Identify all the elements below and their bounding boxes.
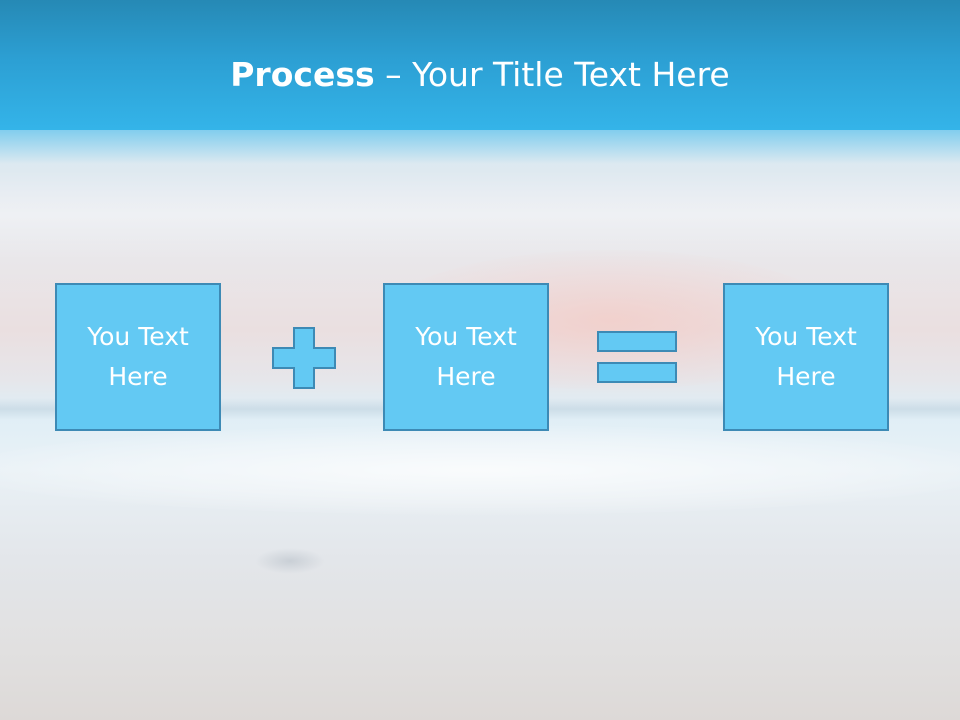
slide-title-bold: Process [230, 55, 375, 94]
background-clouds [0, 170, 960, 260]
process-box-2: You Text Here [383, 283, 549, 431]
title-banner-fade [0, 128, 960, 164]
process-box-1-text: You Text Here [87, 322, 189, 391]
process-box-1: You Text Here [55, 283, 221, 431]
title-banner [0, 0, 960, 130]
slide-title: Process – Your Title Text Here [0, 50, 960, 100]
process-box-2-text: You Text Here [415, 322, 517, 391]
process-box-3: You Text Here [723, 283, 889, 431]
slide-title-rest: – Your Title Text Here [374, 55, 730, 94]
process-box-3-text: You Text Here [755, 322, 857, 391]
background-rock [255, 548, 325, 574]
equals-icon [597, 331, 677, 383]
plus-icon [272, 327, 336, 389]
background-wave [0, 425, 960, 515]
